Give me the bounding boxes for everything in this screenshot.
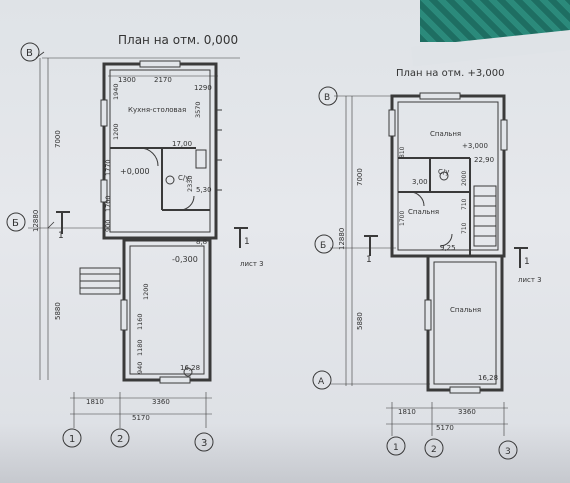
left-dim-lower-3: 1180 [136,339,144,356]
right-plan-title: План на отм. +3,000 [396,68,504,79]
right-axis-a: А [318,377,325,387]
left-dim-top-1: 1300 [118,76,136,84]
left-level-0: +0,000 [120,167,150,176]
right-room-bedroom-bottom: Спальня [450,306,481,314]
left-dim-2330: 2330 [186,175,194,192]
right-dim-inner-3: 710 [461,198,468,210]
left-sheet-ref: лист 3 [240,260,264,268]
left-section-mark-a: 1 [58,231,64,241]
left-dim-lower-1: 1200 [142,283,150,300]
left-dim-inner-1: 1940 [112,83,120,100]
right-axis-2: 2 [431,445,437,455]
right-dim-inner-1: 810 [399,146,406,158]
left-dim-inner-4: 1700 [104,195,112,212]
right-dim-bottom-1: 1810 [398,408,416,416]
left-hall-area: 8,8 [196,238,207,246]
right-dim-7000: 7000 [356,168,364,186]
left-room-kitchen: Кухня-столовая [128,106,186,114]
right-level-3000: +3,000 [462,142,488,150]
right-room-bedroom-mid: Спальня [408,208,439,216]
left-lower-area: 16,28 [180,364,200,372]
right-axis-3: 3 [505,447,511,457]
left-dim-12880: 12880 [32,210,40,232]
left-room-wc: С/у [178,174,189,182]
left-dim-inner-3: 1770 [104,159,112,176]
left-axis-1: 1 [69,434,75,445]
left-plan-title: План на отм. 0,000 [118,33,238,47]
left-axis-3: 3 [201,438,207,449]
right-area-top: 22,90 [474,156,494,164]
left-dim-inner-2: 1200 [112,123,120,140]
left-dim-top-3: 1290 [194,84,212,92]
left-dim-bottom-total: 5170 [132,414,150,422]
right-dim-bottom-2: 3360 [458,408,476,416]
right-room-wc: С/у [438,168,449,176]
right-axis-1: 1 [393,443,399,453]
left-dim-inner-5: 900 [104,220,112,232]
left-dim-bottom-1: 1810 [86,398,104,406]
right-dim-2000: 2000 [461,171,468,186]
right-dim-bottom-total: 5170 [436,424,454,432]
left-wc-area: 5,30 [196,186,212,194]
right-dim-inner-2: 1700 [399,211,406,226]
left-section-mark-b: 1 [244,237,250,247]
left-axis-2: 2 [117,434,123,445]
right-axis-v: В [324,93,330,103]
left-dim-7000: 7000 [54,130,62,148]
right-bottom-area: 16,28 [478,374,498,382]
left-axis-v: В [26,48,33,59]
right-plan-graphics [312,86,528,460]
right-axis-b: Б [320,241,326,251]
right-section-mark-a: 1 [366,255,372,265]
left-dim-3570: 3570 [194,101,202,118]
right-dim-5880: 5880 [356,312,364,330]
right-room-bedroom-top: Спальня [430,130,461,138]
left-dim-bottom-2: 3360 [152,398,170,406]
photo-shadow [0,423,570,483]
right-dim-inner-4: 710 [461,222,468,234]
left-dim-lower-2: 1160 [136,313,144,330]
left-axis-b: Б [12,218,19,229]
left-dim-5880: 5880 [54,302,62,320]
right-mid-area: 9,25 [440,244,456,252]
left-kitchen-area: 17,00 [172,140,192,148]
right-sheet-ref: лист 3 [518,276,542,284]
left-level-minus: -0,300 [172,255,198,264]
left-dim-lower-4: 940 [136,362,144,374]
right-section-mark-b: 1 [524,257,530,267]
left-dim-top-2: 2170 [154,76,172,84]
right-wc-area: 3,00 [412,178,428,186]
left-plan-graphics [6,42,248,452]
right-dim-12880: 12880 [338,228,346,250]
